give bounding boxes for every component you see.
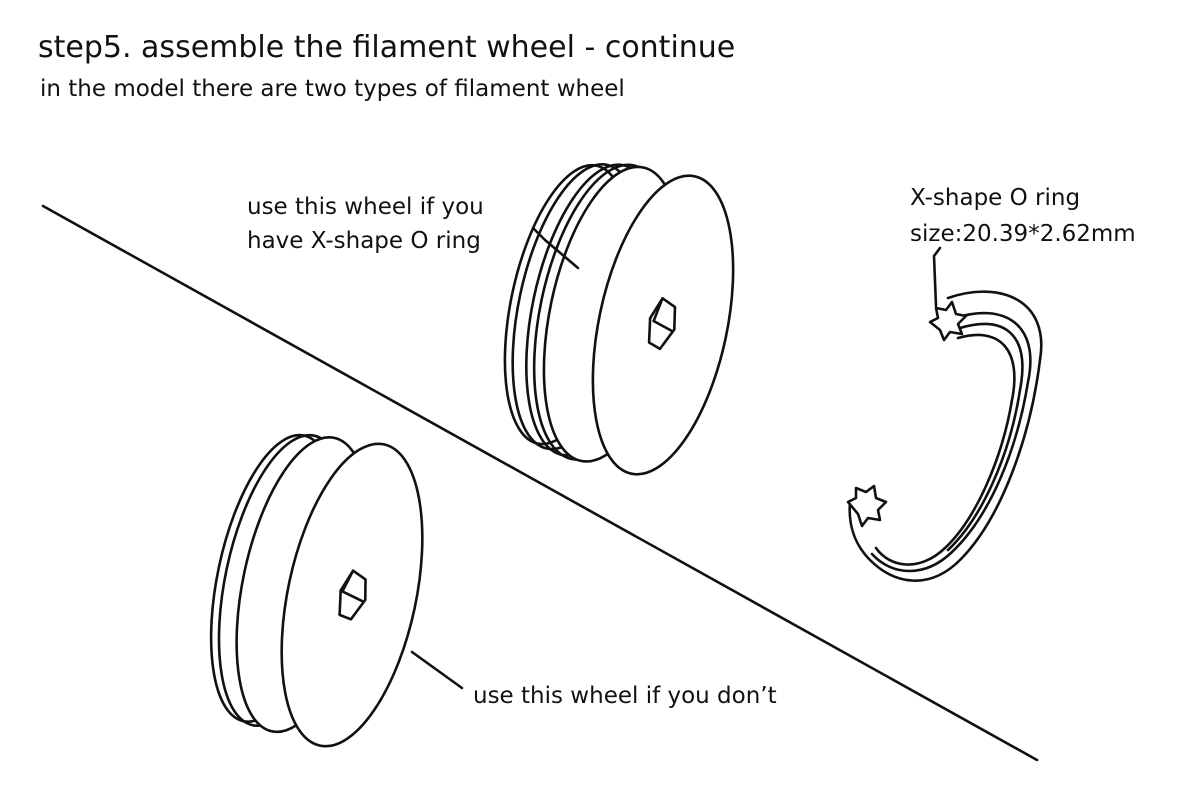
label-wheel-x-ring-line-2: have X-shape O ring [247,228,481,254]
o-ring [846,290,1043,582]
o-ring-inner [874,333,1016,566]
hex-hole [647,297,677,351]
label-wheel-x-ring-line-1: use this wheel if you [247,194,484,220]
label-wheel-plain: use this wheel if you don’t [473,683,777,709]
label-o-ring: X-shape O ring size:20.39*2.62mm [910,180,1136,252]
leader-o-ring [932,246,942,308]
o-ring-ridge-1 [870,311,1032,573]
leader-wheel-x-ring [531,226,580,270]
label-wheel-x-ring: use this wheel if you have X-shape O rin… [247,190,484,258]
hex-hole [338,569,367,621]
page-title: step5. assemble the filament wheel - con… [38,30,736,65]
o-ring-ridge-2 [946,322,1024,552]
o-ring-bottom-cross-section [846,484,888,528]
divider-line [41,204,1039,762]
leader-wheel-plain [410,650,464,690]
wheel-plain [209,433,424,748]
label-o-ring-size: size:20.39*2.62mm [910,221,1136,247]
label-o-ring-name: X-shape O ring [910,185,1081,211]
o-ring-outer [848,290,1043,582]
wheel-x-ring [503,163,735,476]
o-ring-top-cross-section [928,300,968,342]
page-subtitle: in the model there are two types of fila… [40,76,625,102]
